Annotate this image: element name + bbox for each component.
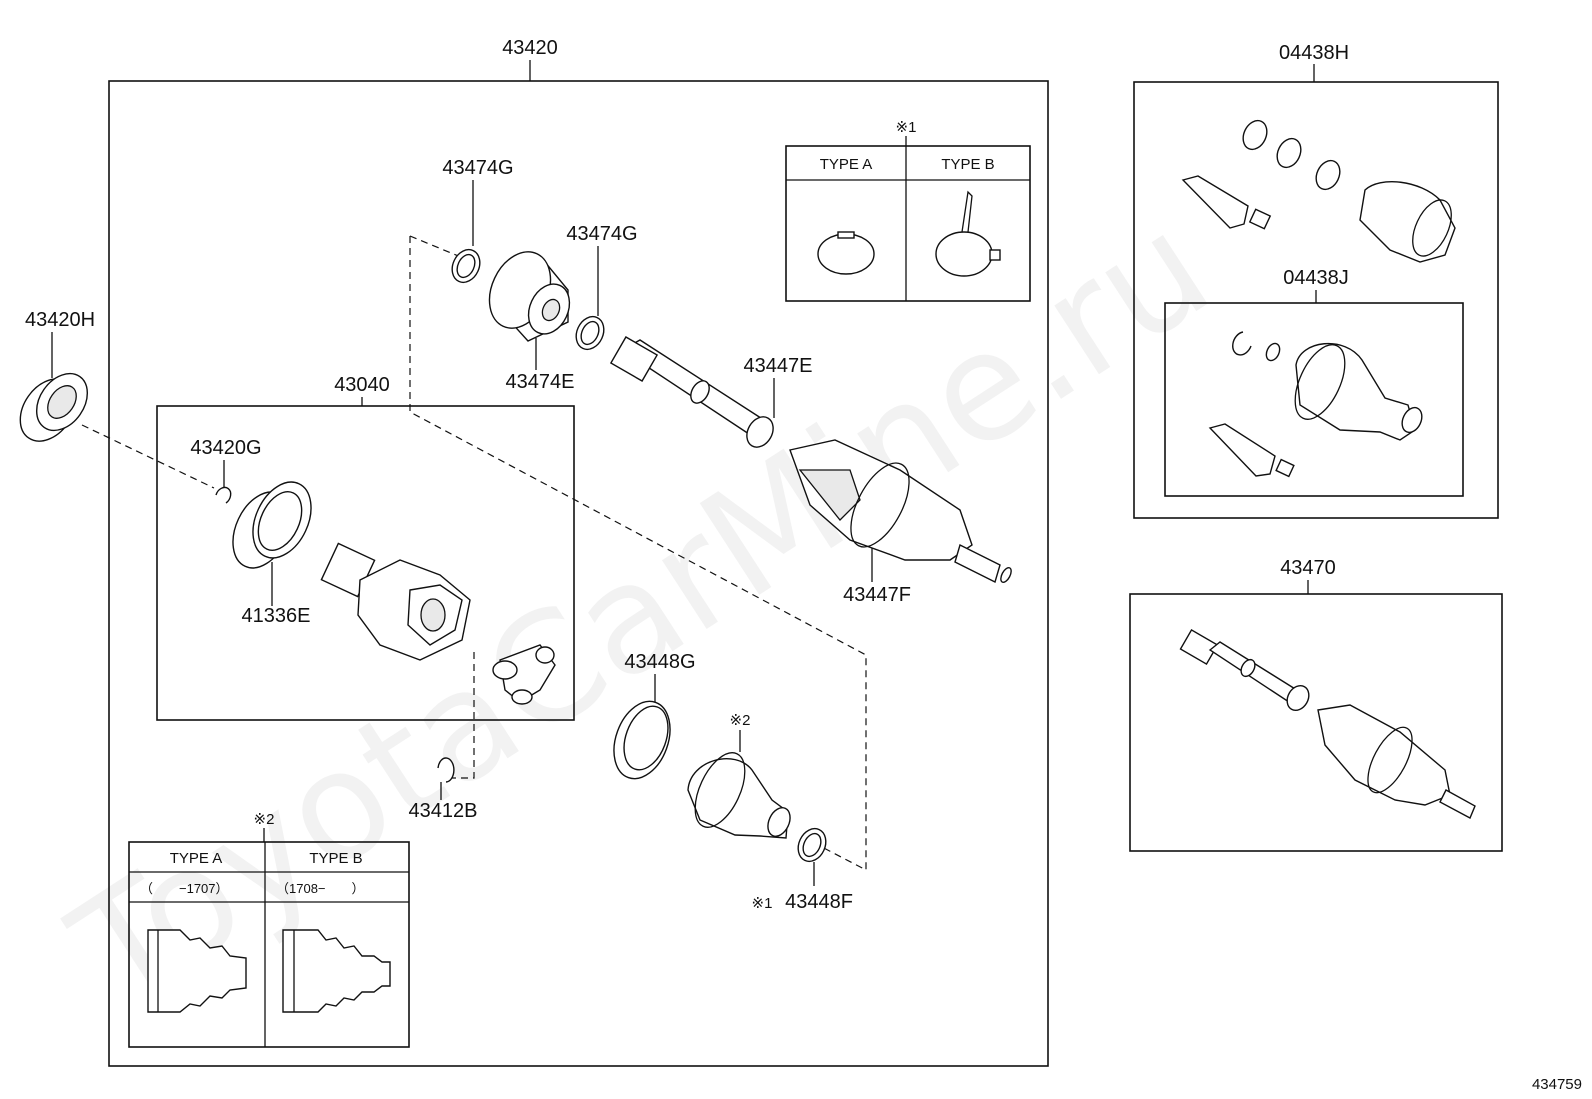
label-04438J[interactable]: 04438J	[1283, 267, 1349, 289]
part-43474G-a: 43474G	[442, 157, 514, 284]
note1-col-b: TYPE B	[941, 156, 994, 173]
boot-type-b-icon	[282, 929, 391, 1013]
label-43448G[interactable]: 43448G	[624, 651, 695, 673]
note2-mark: ※2	[254, 811, 275, 828]
band-clamp-icon	[613, 700, 671, 780]
label-note1-prefix: ※1	[752, 895, 773, 912]
clamp-icon	[1242, 119, 1341, 191]
note2-table: ※2 TYPE A TYPE B （ −1707） （1708− ）	[128, 811, 410, 1048]
label-04438H[interactable]: 04438H	[1279, 42, 1349, 64]
boot-icon	[1294, 342, 1423, 441]
assembly-43470-box	[1129, 593, 1503, 852]
drive-shaft-icon	[609, 336, 1012, 584]
grease-tube-icon	[1181, 175, 1272, 230]
label-43474G-b[interactable]: 43474G	[566, 223, 637, 245]
label-43448F[interactable]: 43448F	[785, 891, 853, 913]
part-43448G: 43448G	[613, 651, 696, 780]
label-43470[interactable]: 43470	[1280, 557, 1336, 579]
note2-col-a: TYPE A	[170, 850, 223, 867]
snap-ring-icon	[215, 486, 232, 504]
note1-table: ※1 TYPE A TYPE B	[785, 119, 1031, 302]
part-43447F: 43447F	[843, 548, 911, 606]
part-43448F: ※1 43448F	[752, 827, 853, 913]
clamp-icon	[797, 827, 827, 863]
tripod-icon	[492, 644, 556, 705]
clip-icon	[437, 757, 455, 783]
boot-icon	[687, 752, 791, 839]
part-43447E: 43447E	[744, 355, 813, 418]
svg-text:ToyotaCarMine.ru: ToyotaCarMine.ru	[44, 181, 1239, 1041]
diagram-reference-number: 434759	[1531, 1076, 1582, 1093]
label-43420[interactable]: 43420	[502, 37, 558, 59]
boot-type-a-icon	[147, 929, 247, 1013]
assembly-43420: 43420	[108, 37, 1049, 1067]
note2-range-b: （1708− ）	[276, 881, 365, 896]
clamp-type-b-icon	[935, 190, 1001, 277]
part-43412B: 43412B	[409, 652, 478, 822]
note1-mark: ※1	[896, 119, 917, 136]
grease-tube-icon	[1208, 423, 1295, 478]
label-43040[interactable]: 43040	[334, 374, 390, 396]
label-43474E[interactable]: 43474E	[506, 371, 575, 393]
kit-04438H: 04438H	[1133, 42, 1499, 519]
inner-boot: ※2	[687, 712, 791, 839]
label-43420G[interactable]: 43420G	[190, 437, 261, 459]
oil-seal-icon	[19, 372, 89, 442]
label-41336E[interactable]: 41336E	[242, 605, 311, 627]
part-43474E: 43474E	[488, 251, 575, 393]
note1-col-a: TYPE A	[820, 156, 873, 173]
clamp-icon	[451, 248, 481, 284]
kit-04438J: 04438J	[1164, 267, 1464, 497]
ring-41336E-icon	[232, 481, 312, 569]
label-43474G-a[interactable]: 43474G	[442, 157, 513, 179]
label-43447F[interactable]: 43447F	[843, 584, 911, 606]
boot-icon	[1359, 181, 1456, 263]
watermark: ToyotaCarMine.ru	[44, 181, 1239, 1041]
clamp-icon	[575, 315, 605, 351]
note2-range-a: （ −1707）	[140, 881, 229, 896]
label-43412B[interactable]: 43412B	[409, 800, 478, 822]
assembly-43040: 43040 43420G 41336E	[156, 374, 575, 721]
snap-ring-icon	[1232, 331, 1281, 362]
kit-04438J-box	[1164, 302, 1464, 497]
note2-mark-boot: ※2	[730, 712, 751, 729]
note2-col-b: TYPE B	[309, 850, 362, 867]
joint-housing-icon	[320, 542, 471, 661]
assembly-43420-box	[108, 80, 1049, 1067]
drive-shaft-icon	[1179, 629, 1476, 819]
part-43420H: 43420H	[19, 309, 215, 489]
label-43420H[interactable]: 43420H	[25, 309, 95, 331]
assembly-43470: 43470	[1129, 557, 1503, 852]
label-43447E[interactable]: 43447E	[744, 355, 813, 377]
part-43474G-b: 43474G	[566, 223, 638, 351]
assembly-43040-box	[156, 405, 575, 721]
kit-04438H-box	[1133, 81, 1499, 519]
clamp-type-a-icon	[817, 231, 875, 275]
damper-icon	[488, 251, 571, 342]
